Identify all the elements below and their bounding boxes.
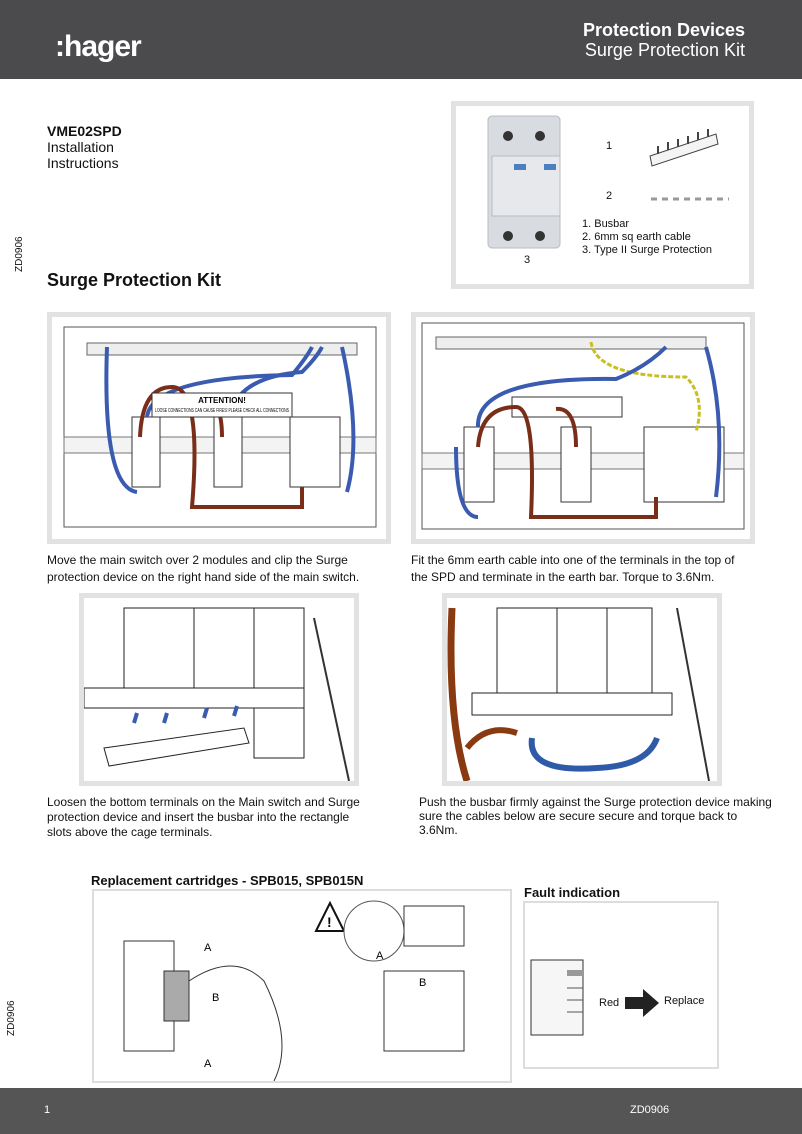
earth-cable-image <box>651 197 729 201</box>
side-code-bottom: ZD0906 <box>6 1000 17 1036</box>
step4-diagram <box>442 593 722 786</box>
fault-title: Fault indication <box>524 885 621 900</box>
label-a: A <box>204 1058 212 1070</box>
parts-list-item: 3. Type II Surge Protection <box>582 244 713 256</box>
warning-label <box>151 392 293 418</box>
part-number: 2 <box>606 190 613 202</box>
doc-title: VME02SPD Installation Instructions <box>47 123 122 171</box>
section-title: Surge Protection Kit <box>47 270 222 290</box>
step3-diagram <box>79 593 359 786</box>
part-number: 1 <box>606 140 613 152</box>
label-a: A <box>204 942 212 954</box>
label-a: A <box>376 950 384 962</box>
parts-box: 1 2 3 1. Busbar 2. 6mm sq earth cable 3.… <box>451 101 754 289</box>
parts-list-item: 1. Busbar <box>582 218 630 230</box>
warning-title: ATTENTION! <box>198 396 246 405</box>
side-code-top: ZD0906 <box>14 236 25 272</box>
parts-list: 1. Busbar 2. 6mm sq earth cable 3. Type … <box>582 218 712 257</box>
consumer-unit-earth-diagram <box>421 322 745 530</box>
cartridge-replacement-image: A B A ! A B <box>123 900 465 1082</box>
title: Protection Devices <box>582 20 745 40</box>
step1-diagram: ATTENTION! LOOSE CONNECTIONS CAN CAUSE F… <box>47 312 391 544</box>
svg-text:!: ! <box>327 914 332 930</box>
cartridge-image <box>530 959 584 1036</box>
footer-code: ZD0906 <box>630 1104 670 1116</box>
warning-icon <box>314 900 346 932</box>
warning-text: LOOSE CONNECTIONS CAN CAUSE FIRES! PLEAS… <box>155 408 289 414</box>
page-footer: 1 ZD0906 <box>0 1088 802 1134</box>
arrow-right-icon <box>625 989 659 1017</box>
replace-label: Replace <box>664 995 705 1007</box>
step4-caption: Push the busbar firmly against the Surge… <box>419 795 772 837</box>
product-code: VME02SPD <box>47 123 122 139</box>
replacement-diagram: A B A ! A B <box>92 889 512 1083</box>
fault-diagram: Red Replace <box>523 901 719 1069</box>
doc-line: Installation <box>47 139 114 155</box>
header-title: Protection Devices Surge Protection Kit <box>583 20 745 60</box>
replacement-title: Replacement cartridges - SPB015, SPB015N <box>91 873 364 888</box>
step2-diagram <box>411 312 755 544</box>
busbar-image <box>649 129 719 167</box>
label-b: B <box>212 992 219 1004</box>
step1-caption: Move the main switch over 2 modules and … <box>47 553 360 584</box>
parts-list-item: 2. 6mm sq earth cable <box>582 231 691 243</box>
busbar-push-diagram <box>447 607 710 783</box>
busbar-insert-diagram <box>83 607 350 782</box>
hager-logo: :hager <box>55 30 142 63</box>
consumer-unit-diagram: ATTENTION! LOOSE CONNECTIONS CAN CAUSE F… <box>63 326 377 528</box>
red-label: Red <box>599 997 620 1009</box>
surge-device-image <box>487 115 561 249</box>
page-header: :hager Protection Devices Surge Protecti… <box>0 0 802 79</box>
part-number: 3 <box>524 254 531 266</box>
step3-caption: Loosen the bottom terminals on the Main … <box>47 795 360 839</box>
page-number: 1 <box>44 1104 51 1116</box>
step2-caption: Fit the 6mm earth cable into one of the … <box>411 553 735 584</box>
label-b: B <box>419 977 426 989</box>
doc-line: Instructions <box>47 155 119 171</box>
subtitle: Surge Protection Kit <box>584 40 745 60</box>
